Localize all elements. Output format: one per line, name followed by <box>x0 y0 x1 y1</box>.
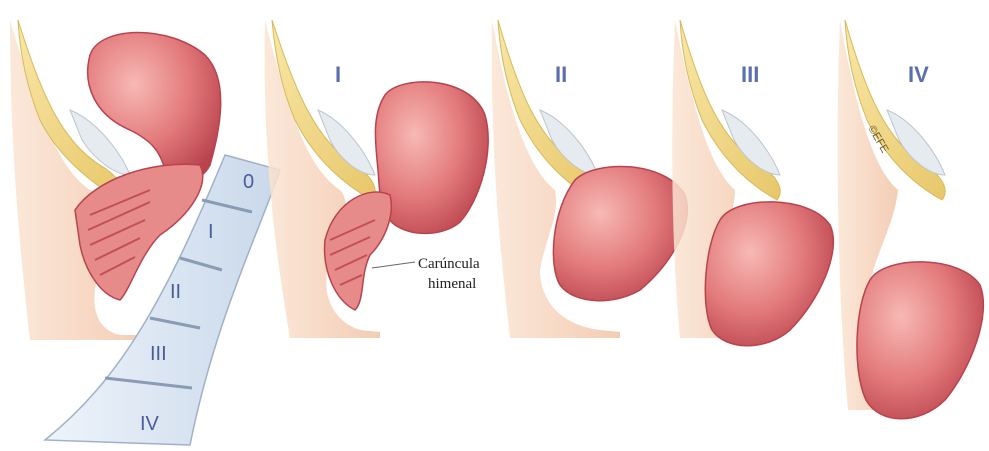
panel-normal: 0 I II III IV <box>10 20 280 445</box>
uterus <box>857 262 983 419</box>
stage-heading-3: III <box>741 62 759 87</box>
stage-heading-4: IV <box>908 62 929 87</box>
annotation-himenal: himenal <box>428 276 476 292</box>
scale-label-0: 0 <box>243 171 254 193</box>
uterus <box>705 202 833 346</box>
scale-label-1: I <box>208 221 214 243</box>
scale-label-4: IV <box>140 413 160 435</box>
scale-label-3: III <box>150 343 167 365</box>
panel-stage-4: IV ©EFE <box>838 20 984 419</box>
panel-stage-3: III <box>672 20 833 346</box>
panel-stage-2: II <box>492 20 687 338</box>
uterus <box>553 166 687 300</box>
annotation-caruncula: Carúncula <box>418 256 480 272</box>
annotation-leader <box>372 262 415 268</box>
stage-heading-2: II <box>555 62 567 87</box>
panel-stage-1: I Carúncula himenal <box>265 20 489 338</box>
scale-label-2: II <box>170 281 181 303</box>
stage-heading-1: I <box>335 62 341 87</box>
uterus <box>375 82 488 234</box>
